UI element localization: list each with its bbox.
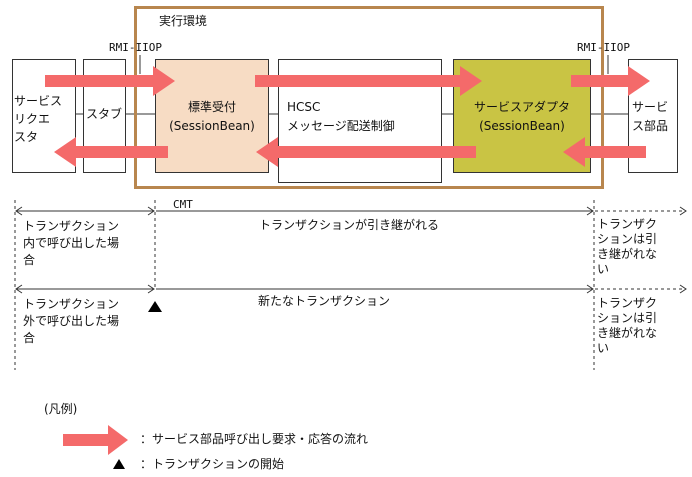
- row1-left-arrowhead: [15, 206, 23, 216]
- rmi-iiop-left-label: RMI-IIOP: [109, 41, 162, 54]
- row2-right-text: トランザク ションは引 き継がれな い: [597, 296, 658, 355]
- response-arrow-receiver-to-requester: [54, 137, 168, 167]
- row2-right-arrowhead: [679, 284, 687, 294]
- legend-flow-arrow-icon: [63, 425, 128, 455]
- service-requester-label: サービス リクエ スタ: [14, 94, 63, 144]
- service-adapter-label: サービスアダプタ (SessionBean): [473, 100, 570, 133]
- response-arrow-part-to-adapter: [563, 137, 646, 167]
- row2-left-text: トランザクション 外で呼び出した場 合: [23, 297, 120, 345]
- legend-triangle-icon: [113, 459, 125, 469]
- service-part-label: サービ ス部品: [632, 100, 669, 133]
- row1-left-arrowhead-right: [147, 206, 155, 216]
- transaction-start-triangle: [148, 301, 162, 312]
- response-arrow-adapter-to-receiver: [256, 137, 476, 167]
- legend-title: (凡例): [44, 402, 78, 416]
- row2-left-arrowhead: [15, 284, 23, 294]
- row1-middle-arrowhead: [586, 206, 594, 216]
- row1-left-text: トランザクション 内で呼び出した場 合: [23, 219, 120, 267]
- cmt-label: CMT: [173, 198, 193, 211]
- rmi-iiop-right-label: RMI-IIOP: [577, 41, 630, 54]
- request-arrow-requester-to-receiver: [45, 66, 175, 96]
- row1-right-text: トランザク ションは引 き継がれな い: [597, 217, 658, 276]
- row1-middle-text: トランザクションが引き継がれる: [259, 218, 440, 232]
- row2-middle-arrowhead: [586, 284, 594, 294]
- legend-arrow-description: ：サービス部品呼び出し要求・応答の流れ: [140, 432, 369, 446]
- row1-right-arrowhead: [679, 206, 687, 216]
- request-arrow-adapter-to-part: [571, 66, 650, 96]
- row2-middle-text: 新たなトランザクション: [258, 294, 391, 308]
- standard-receiver-box: [155, 59, 269, 173]
- legend-triangle-description: ：トランザクションの開始: [140, 457, 285, 471]
- request-arrow-receiver-to-adapter: [255, 66, 482, 96]
- stub-label: スタブ: [86, 107, 123, 121]
- hcsc-label: HCSC メッセージ配送制御: [287, 100, 395, 133]
- standard-receiver-label: 標準受付 (SessionBean): [169, 100, 255, 133]
- execution-environment-frame: [134, 6, 604, 189]
- row2-left-arrowhead-right: [147, 284, 155, 294]
- execution-environment-label: 実行環境: [159, 14, 208, 28]
